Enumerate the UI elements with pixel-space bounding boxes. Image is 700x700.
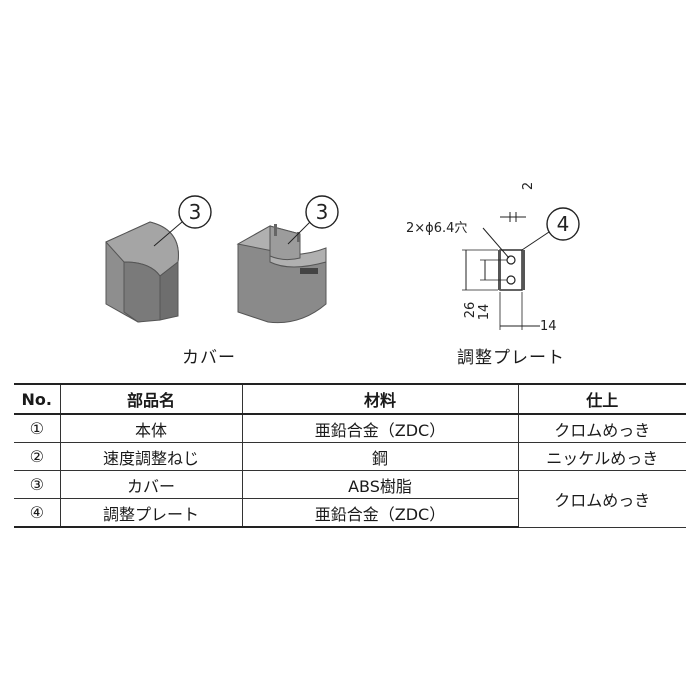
plate-caption: 調整プレート — [457, 348, 565, 368]
hole-label: 2×ϕ6.4穴 — [406, 221, 467, 236]
cell-part-name: カバー — [59, 470, 243, 499]
callout-circle — [178, 195, 212, 229]
cell-material: ABS樹脂 — [241, 470, 519, 499]
cell-no: ④ — [14, 498, 61, 528]
cover-part-open-view — [236, 224, 327, 324]
parts-table: No. 部品名 材料 仕上 ① 本体 亜鉛合金（ZDC） クロムめっき ② 速度… — [14, 383, 686, 528]
table-row: ③ カバー ABS樹脂 クロムめっき — [14, 470, 686, 528]
cell-finish: ニッケルめっき — [517, 442, 686, 471]
leader-line — [482, 227, 510, 259]
cell-no: ② — [14, 442, 61, 471]
dim-height-outer: 26 — [463, 302, 478, 319]
table-row: ② 速度調整ねじ 鋼 ニッケルめっき — [14, 442, 686, 471]
cell-finish: クロムめっき — [517, 414, 686, 443]
cell-no: ③ — [14, 470, 61, 499]
table-row: ④ 調整プレート 亜鉛合金（ZDC） — [14, 498, 686, 528]
parts-illustration: 3 3 4 2×ϕ6.4穴 2 26 14 14 — [105, 182, 580, 334]
callout-cover-1: 3 — [189, 200, 202, 224]
cell-part-name: 速度調整ねじ — [59, 442, 243, 471]
leader-line — [521, 229, 553, 251]
cell-part-name: 本体 — [59, 414, 243, 443]
cover-caption: カバー — [182, 348, 236, 368]
cell-part-name: 調整プレート — [59, 498, 243, 528]
cell-no: ① — [14, 414, 61, 443]
dim-width: 14 — [540, 319, 557, 334]
header-part-name: 部品名 — [59, 383, 243, 415]
table-header-row: No. 部品名 材料 仕上 — [14, 383, 686, 415]
header-no: No. — [14, 383, 61, 415]
callout-plate: 4 — [557, 212, 570, 236]
header-finish: 仕上 — [517, 383, 686, 415]
cell-material: 鋼 — [241, 442, 519, 471]
cover-part-front-view — [105, 221, 179, 323]
callout-circle — [546, 207, 580, 241]
adjustment-plate-drawing — [498, 249, 525, 291]
header-material: 材料 — [241, 383, 519, 415]
cell-finish-merged: クロムめっき — [517, 470, 686, 528]
cell-material: 亜鉛合金（ZDC） — [241, 498, 518, 528]
callout-circle — [305, 195, 339, 229]
leader-line — [287, 221, 311, 245]
dim-thickness: 2 — [521, 182, 536, 190]
table-row: ① 本体 亜鉛合金（ZDC） クロムめっき — [14, 414, 686, 443]
dim-height-inner: 14 — [477, 304, 492, 321]
leader-line — [153, 221, 183, 247]
cell-material: 亜鉛合金（ZDC） — [241, 414, 519, 443]
callout-cover-2: 3 — [316, 200, 329, 224]
